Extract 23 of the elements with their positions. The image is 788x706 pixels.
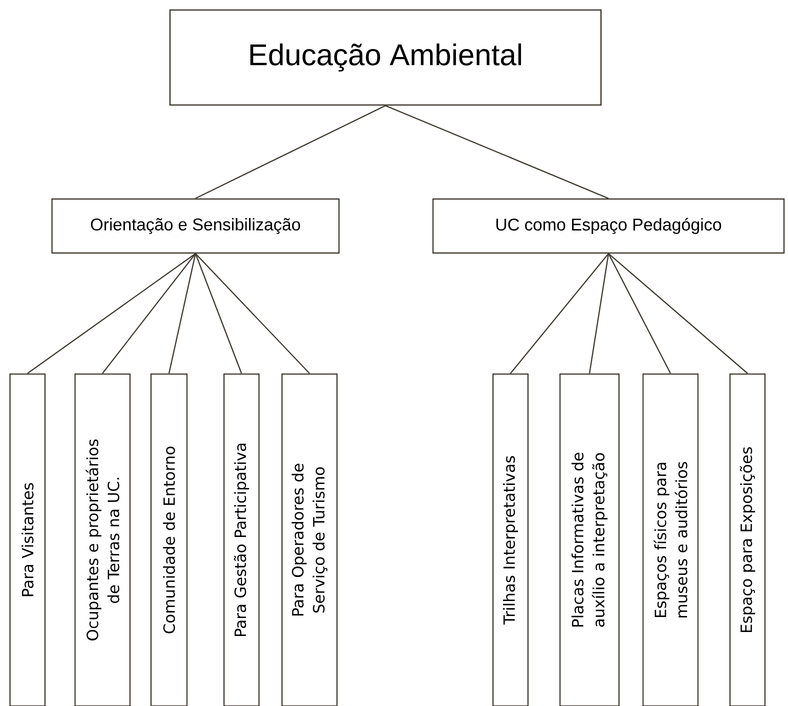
- connector-line: [510, 253, 609, 374]
- category-box: Orientação e Sensibilização: [51, 198, 340, 254]
- item-box: Para Gestão Participativa: [223, 373, 260, 706]
- item-box: Placas Informativas de auxílio a interpretação: [559, 373, 620, 706]
- connector-line: [588, 254, 610, 374]
- connector-line: [385, 105, 609, 199]
- item-box: Trilhas Interpretativas: [492, 373, 529, 706]
- item-box: Para Operadores de Serviço de Turismo: [281, 373, 338, 706]
- item-box: Para Visitantes: [9, 373, 46, 706]
- item-box: Comunidade de Entorno: [150, 373, 188, 706]
- item-box: Espaços físicos para museus e auditórios: [642, 373, 699, 706]
- connector-line: [194, 253, 242, 374]
- connector-line: [195, 253, 310, 374]
- item-box: Ocupantes e proprietários de Terras na UC.: [74, 373, 131, 706]
- connector-line: [195, 105, 386, 199]
- item-box: Espaço para Exposições: [729, 373, 766, 706]
- root-box: Educação Ambiental: [169, 9, 602, 106]
- connector-line: [168, 253, 196, 374]
- category-box: UC como Espaço Pedagógico: [432, 198, 785, 254]
- connector-line: [27, 253, 196, 374]
- connector-line: [102, 253, 196, 374]
- connector-line: [608, 253, 748, 374]
- connector-line: [608, 253, 672, 374]
